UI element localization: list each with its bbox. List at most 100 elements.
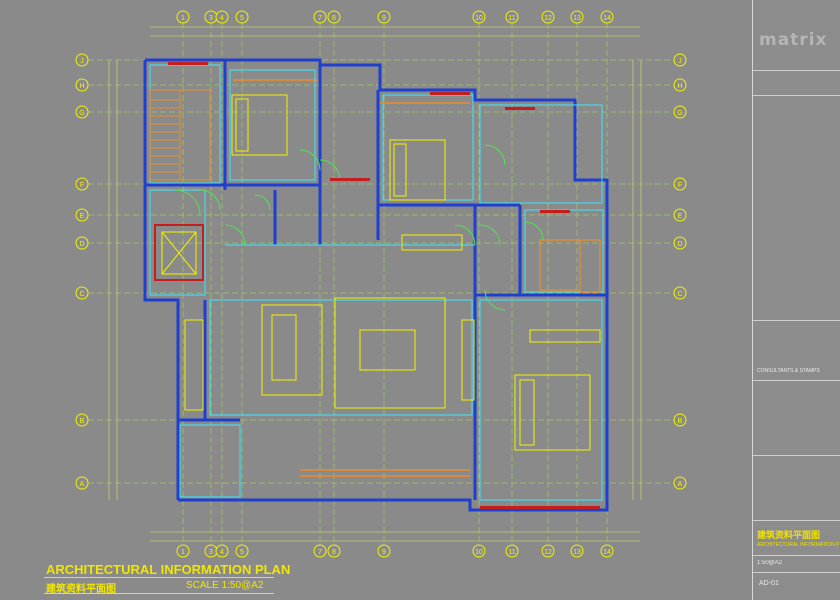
grid-bubble-right-label: J	[678, 58, 682, 65]
grid-bubble-bottom	[327, 544, 341, 558]
grid-bubble-top-label: 9	[382, 15, 386, 22]
grid-bubble-right	[673, 105, 687, 119]
grid-bubble-top-label: 1	[181, 15, 185, 22]
grid-bubble-left	[75, 53, 89, 67]
grid-bubble-top	[235, 10, 249, 24]
grid-bubble-bottom-label: 10	[475, 549, 483, 556]
grid-bubble-right	[673, 286, 687, 300]
grid-bubble-top-label: 8	[332, 15, 336, 22]
grid-bubble-left-label: D	[79, 241, 84, 248]
grid-bubble-top-label: 7	[318, 15, 322, 22]
grid-bubble-right-label: B	[678, 418, 683, 425]
plan-title-underline-2	[44, 593, 274, 594]
grid-bubble-left	[75, 78, 89, 92]
furniture	[184, 94, 601, 451]
grid-bubble-top	[377, 10, 391, 24]
grid-bubble-top	[327, 10, 341, 24]
grid-bubble-right	[673, 78, 687, 92]
grid-bubble-bottom	[570, 544, 584, 558]
grid-bubble-bottom-label: 13	[573, 549, 581, 556]
elevator-shaft	[154, 224, 204, 281]
grid-bubble-right-label: A	[678, 481, 683, 488]
orange-annotation-lines	[233, 79, 470, 477]
grid-bubble-bottom-label: 5	[240, 549, 244, 556]
grid-bubble-top-label: 3	[209, 15, 213, 22]
grid-bubble-left	[75, 177, 89, 191]
grid-bubble-top-label: 11	[508, 15, 515, 22]
staircase	[149, 89, 211, 181]
grid-bubble-left-label: B	[80, 418, 85, 425]
plan-scale: SCALE 1:50@A2	[186, 580, 264, 591]
grid-bubble-top	[176, 10, 190, 24]
grid-bubble-bottom-label: 1	[181, 549, 185, 556]
grid-bubble-bottom	[215, 544, 229, 558]
grid-bubble-top	[472, 10, 486, 24]
grid-bubble-bottom	[377, 544, 391, 558]
grid-bubble-left-label: C	[79, 291, 84, 298]
grid-bubble-top-label: 14	[603, 15, 611, 22]
tb-divider	[753, 380, 840, 381]
tb-divider	[753, 455, 840, 456]
grid-bubble-bottom	[472, 544, 486, 558]
grid-bubble-top	[570, 10, 584, 24]
grid-bubble-bottom-label: 12	[544, 549, 552, 556]
grid-bubble-top-label: 10	[475, 15, 483, 22]
grid-bubble-right-label: G	[677, 110, 682, 117]
door-swings	[174, 144, 544, 311]
grid-bubble-left	[75, 413, 89, 427]
grid-bubble-top	[541, 10, 555, 24]
plan-title-en: ARCHITECTURAL INFORMATION PLAN	[46, 562, 291, 577]
grid-bubble-left	[75, 105, 89, 119]
tb-divider	[753, 572, 840, 573]
grid-bubble-right	[673, 413, 687, 427]
tb-divider	[753, 555, 840, 556]
grid-bubble-left	[75, 286, 89, 300]
company-logo: matrix	[759, 30, 828, 50]
grid-bubble-top-label: 4	[220, 15, 224, 22]
grid-bubble-bottom	[235, 544, 249, 558]
grid-bubble-right	[673, 177, 687, 191]
grid-bubble-left	[75, 236, 89, 250]
grid-bubble-left-label: J	[80, 58, 84, 65]
grid-bubble-top	[505, 10, 519, 24]
grid-bubble-bottom-label: 3	[209, 549, 213, 556]
tb-scale: 1:50@A2	[757, 560, 783, 566]
plan-title-cn: 建筑资料平面图	[46, 584, 116, 595]
dimension-lines	[108, 26, 642, 542]
tb-divider	[753, 320, 840, 321]
grid-bubble-right-label: E	[678, 213, 683, 220]
grid-bubble-left	[75, 208, 89, 222]
grid-bubble-left-label: H	[79, 83, 84, 90]
grid-bubble-bottom-label: 11	[508, 549, 515, 556]
tb-divider	[753, 520, 840, 521]
grid-bubble-right	[673, 236, 687, 250]
grid-bubble-bottom	[505, 544, 519, 558]
grid-bubble-left-label: E	[80, 213, 85, 220]
grid-bubble-bottom-label: 4	[220, 549, 224, 556]
grid-bubble-top	[600, 10, 614, 24]
tb-divider	[753, 95, 840, 96]
grid-bubble-bottom-label: 7	[318, 549, 322, 556]
grid-bubble-top	[313, 10, 327, 24]
grid-bubble-right	[673, 208, 687, 222]
grid-bubble-bottom	[176, 544, 190, 558]
grid-bubble-left	[75, 476, 89, 490]
window-marks	[168, 62, 600, 509]
title-block: matrix CONSULTANTS & STAMPS 建筑资料平面图 ARCH…	[752, 0, 840, 600]
tb-drawing-title-en: ARCHITECTURAL INFORMATION PLAN	[757, 542, 839, 548]
tb-section-label: CONSULTANTS & STAMPS	[757, 368, 820, 374]
grid-bubble-right-label: F	[678, 182, 682, 189]
grid-bubble-top-label: 13	[573, 15, 581, 22]
grid-bubble-bottom-label: 9	[382, 549, 386, 556]
grid-bubble-left-label: F	[80, 182, 84, 189]
grid-bubble-top-label: 5	[240, 15, 244, 22]
grid-bubble-right	[673, 53, 687, 67]
tb-divider	[753, 70, 840, 71]
grid-bubble-bottom-label: 8	[332, 549, 336, 556]
tb-drawing-number: AD-01	[759, 580, 779, 587]
grid-bubble-bottom-label: 14	[603, 549, 611, 556]
